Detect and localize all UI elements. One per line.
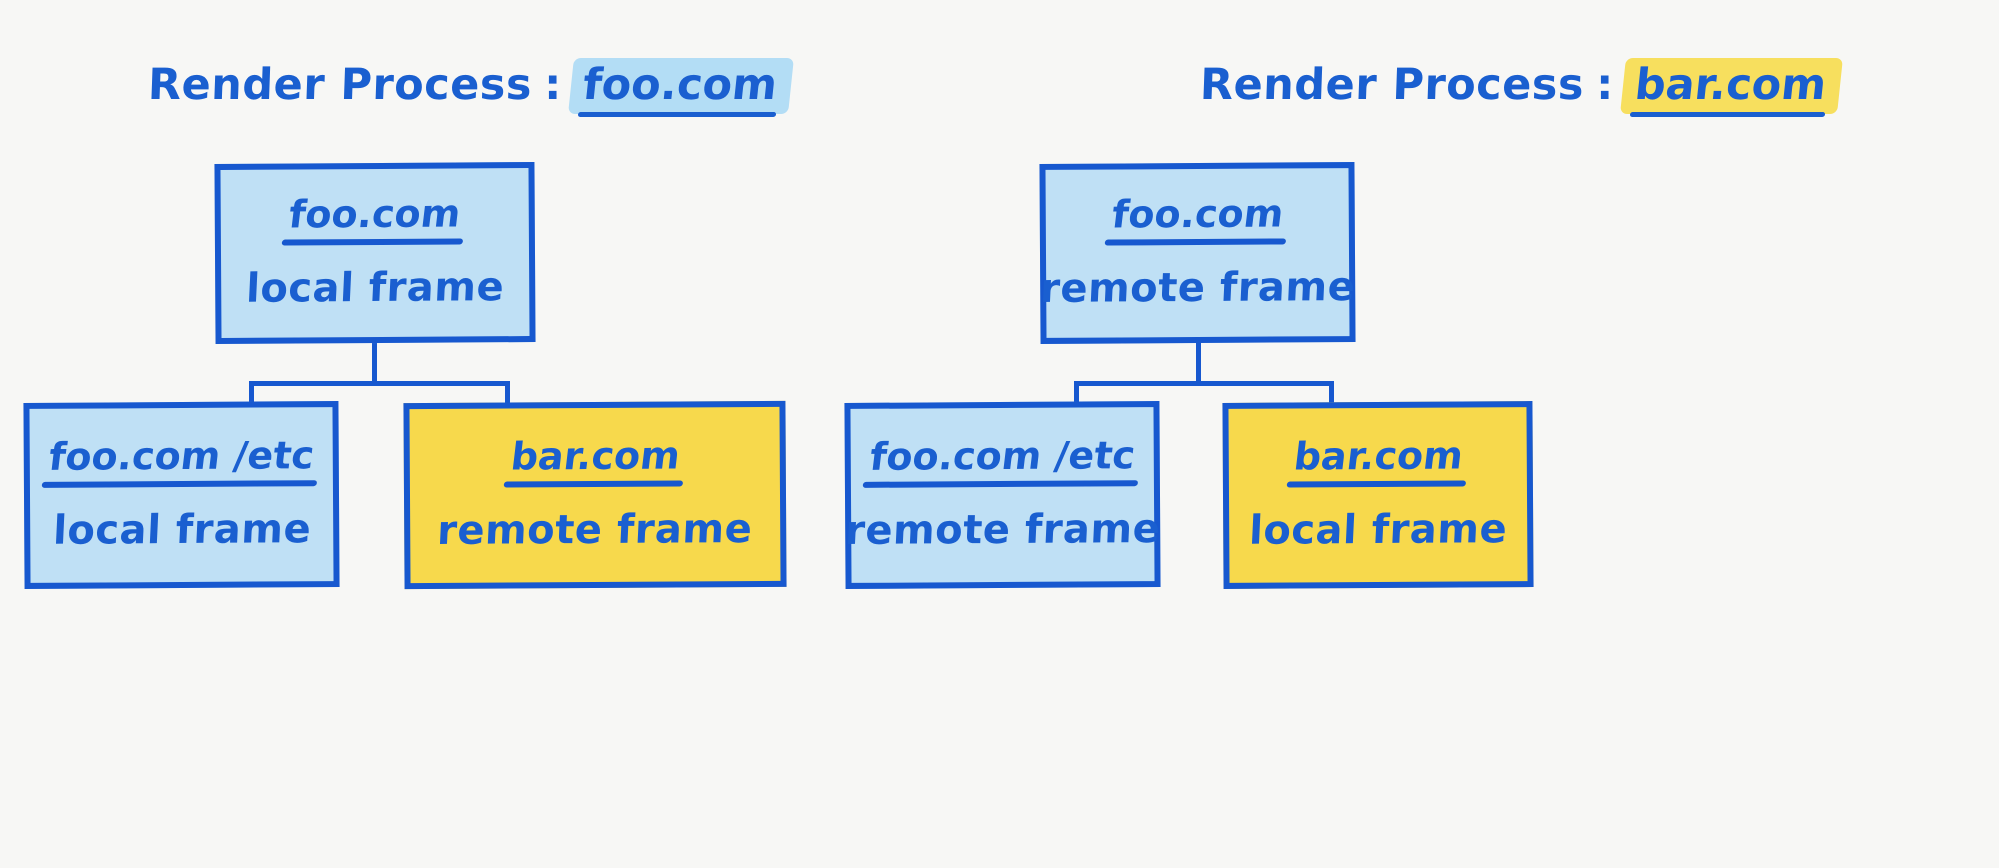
diagram-title-domain-text: bar.com bbox=[1632, 60, 1830, 110]
frame-node-domain-text: foo.com /etc bbox=[867, 433, 1138, 479]
frame-node-domain: foo.com /etc bbox=[862, 433, 1139, 488]
frame-node-domain-text: foo.com bbox=[1109, 191, 1286, 237]
diagram-title-left: Render Process : foo.com bbox=[147, 58, 795, 117]
frame-node-domain-text: bar.com bbox=[508, 433, 683, 479]
underline-rule bbox=[862, 480, 1139, 488]
frame-node-child-b[interactable]: bar.com remote frame bbox=[403, 400, 787, 590]
diagram-title-separator: : bbox=[1596, 60, 1614, 110]
diagram-title-domain-text: foo.com bbox=[580, 60, 781, 110]
frame-node-type: remote frame bbox=[844, 505, 1162, 554]
frame-node-domain-text: foo.com bbox=[286, 191, 464, 237]
connector-to-child-b bbox=[1329, 381, 1334, 404]
render-process-diagram-foo: Render Process : foo.com foo.com local f… bbox=[0, 0, 999, 868]
connector-to-child-b bbox=[505, 381, 510, 404]
frame-node-type: local frame bbox=[245, 264, 506, 312]
render-process-diagram-bar: Render Process : bar.com foo.com remote … bbox=[844, 0, 1999, 868]
diagram-title-right: Render Process : bar.com bbox=[1199, 58, 1844, 117]
connector-root-stem bbox=[1196, 343, 1201, 383]
frame-node-type: remote frame bbox=[1039, 263, 1357, 312]
diagram-title-domain: foo.com bbox=[568, 58, 795, 117]
frame-node-child-a[interactable]: foo.com /etc remote frame bbox=[844, 401, 1162, 589]
frame-node-type: local frame bbox=[51, 506, 312, 554]
frame-node-domain-text: foo.com /etc bbox=[46, 433, 317, 479]
diagram-title-label: Render Process bbox=[147, 60, 533, 110]
diagram-title-domain: bar.com bbox=[1620, 58, 1844, 117]
underline-rule bbox=[41, 480, 318, 488]
diagram-title-separator: : bbox=[544, 60, 562, 110]
underline-rule bbox=[503, 480, 683, 488]
frame-node-domain: bar.com bbox=[503, 433, 683, 488]
diagram-title-label: Render Process bbox=[1199, 60, 1585, 110]
underline-rule bbox=[578, 112, 777, 117]
frame-node-root[interactable]: foo.com local frame bbox=[214, 162, 536, 344]
frame-node-type: remote frame bbox=[436, 505, 754, 554]
connector-root-stem bbox=[372, 343, 377, 383]
frame-node-domain-text: bar.com bbox=[1291, 433, 1466, 479]
frame-node-domain: foo.com bbox=[281, 191, 464, 246]
frame-node-child-b[interactable]: bar.com local frame bbox=[1222, 401, 1534, 589]
frame-node-domain: bar.com bbox=[1286, 433, 1466, 488]
frame-node-domain: foo.com /etc bbox=[41, 433, 318, 488]
underline-rule bbox=[1630, 112, 1826, 117]
underline-rule bbox=[281, 238, 464, 246]
frame-node-root[interactable]: foo.com remote frame bbox=[1039, 162, 1357, 344]
frame-node-child-a[interactable]: foo.com /etc local frame bbox=[23, 401, 340, 589]
connector-horizontal-bar bbox=[1074, 381, 1334, 386]
underline-rule bbox=[1286, 480, 1466, 488]
underline-rule bbox=[1104, 238, 1287, 246]
frame-node-type: local frame bbox=[1248, 506, 1509, 554]
connector-to-child-a bbox=[1074, 381, 1079, 404]
connector-horizontal-bar bbox=[249, 381, 510, 386]
frame-node-domain: foo.com bbox=[1104, 191, 1287, 246]
connector-to-child-a bbox=[249, 381, 254, 404]
